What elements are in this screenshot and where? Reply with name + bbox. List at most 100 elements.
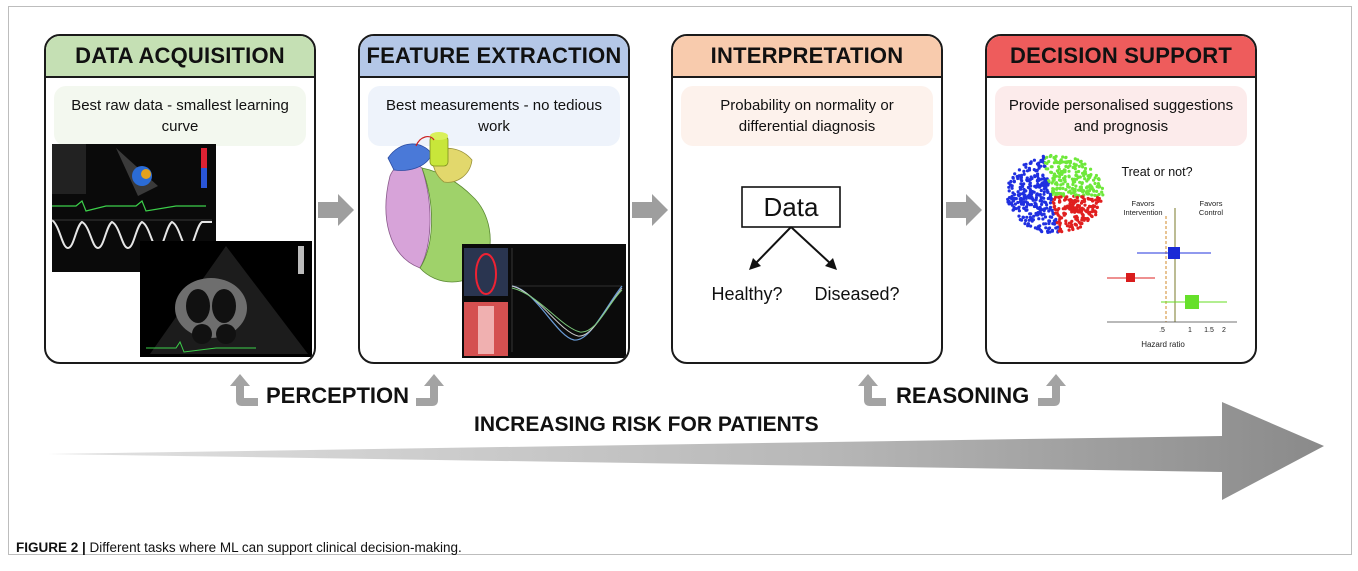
panel-data-acquisition: DATA ACQUISITION Best raw data - smalles… [44, 34, 316, 364]
figure-caption: FIGURE 2 | Different tasks where ML can … [16, 540, 462, 555]
cluster-point [1091, 199, 1095, 203]
cluster-point [1037, 217, 1041, 221]
cluster-point [1035, 162, 1040, 166]
risk-label: INCREASING RISK FOR PATIENTS [474, 413, 819, 436]
favors-control-line-2: Control [1199, 208, 1224, 217]
cluster-point [1061, 169, 1065, 173]
cluster-point [1083, 177, 1087, 181]
cluster-point [1085, 208, 1089, 213]
cluster-point [1036, 206, 1040, 210]
cluster-point [1035, 193, 1039, 197]
cluster-point [1064, 219, 1068, 223]
cluster-point [1070, 219, 1074, 223]
cluster-point [1067, 185, 1071, 189]
segmentation-images [385, 132, 626, 358]
cluster-point [1074, 214, 1079, 218]
cluster-point [1042, 187, 1046, 191]
cluster-point [1057, 220, 1061, 224]
cluster-point [1008, 201, 1012, 205]
cluster-point [1050, 165, 1054, 169]
cluster-point [1058, 215, 1062, 219]
cluster-point [1066, 182, 1070, 186]
cluster-point [1062, 178, 1067, 182]
arrow-right-icon [946, 194, 982, 226]
cluster-point [1047, 220, 1051, 224]
cluster-point [1050, 229, 1054, 233]
caption-prefix: FIGURE 2 | [16, 540, 86, 555]
panel-subtitle: Best raw data - smallest learning curve [54, 86, 306, 146]
cluster-point [1094, 213, 1098, 217]
cluster-point [1067, 228, 1071, 232]
cluster-point [1042, 176, 1046, 181]
cluster-point [1077, 209, 1081, 213]
cluster-point [1073, 157, 1077, 161]
cluster-point [1078, 225, 1083, 229]
cluster-point [1072, 191, 1076, 195]
cluster-point [1029, 203, 1034, 207]
cluster-point [1073, 167, 1077, 171]
cluster-point [1071, 227, 1075, 231]
curved-arrow-up-left-icon [230, 374, 258, 406]
cluster-point [1024, 218, 1028, 223]
cluster-point [1067, 221, 1071, 225]
cluster-point [1064, 221, 1068, 226]
cluster-point [1019, 187, 1023, 191]
cluster-point [1011, 199, 1015, 203]
cluster-point [1040, 202, 1044, 206]
cluster-point [1042, 164, 1046, 168]
reasoning-label: REASONING [896, 383, 1030, 408]
cluster-point [1061, 186, 1065, 190]
cluster-point [1036, 212, 1040, 216]
cluster-point [1083, 162, 1087, 166]
perception-label: PERCEPTION [266, 383, 410, 408]
cluster-point [1048, 201, 1052, 205]
cluster-point [1046, 167, 1050, 171]
cluster-point [1094, 173, 1098, 178]
cluster-point [1070, 177, 1074, 181]
cluster-point [1038, 210, 1042, 214]
cluster-point [1071, 182, 1075, 187]
cluster-point [1068, 189, 1072, 193]
cluster-point [1076, 226, 1080, 230]
cluster-point [1025, 176, 1029, 180]
cluster-point [1097, 177, 1101, 181]
cluster-point [1044, 201, 1048, 205]
cluster-point [1080, 162, 1084, 166]
cluster-point [1036, 174, 1040, 178]
cluster-point [1025, 169, 1030, 173]
cluster-point [1095, 189, 1099, 193]
cluster-point [1042, 196, 1046, 200]
cluster-point [1042, 208, 1046, 213]
cluster-point [1016, 200, 1020, 205]
cluster-point [1064, 155, 1068, 159]
cluster-point [1067, 198, 1071, 202]
cluster-point [1081, 195, 1085, 199]
cluster-point [1037, 166, 1041, 170]
increasing-risk-wedge-arrow [48, 402, 1324, 500]
cluster-point [1064, 188, 1068, 192]
cluster-point [1093, 176, 1097, 180]
cluster-point [1070, 186, 1075, 191]
cluster-point [1025, 215, 1029, 219]
cluster-point [1076, 158, 1080, 162]
panel-decision-support: DECISION SUPPORT Provide personalised su… [985, 34, 1257, 364]
cluster-point [1041, 217, 1045, 221]
cluster-point [1023, 193, 1027, 197]
treat-question: Treat or not? [1121, 165, 1192, 179]
cluster-point [1031, 197, 1035, 201]
cluster-point [1055, 187, 1059, 191]
panel-title: INTERPRETATION [673, 36, 941, 78]
panel-subtitle: Provide personalised suggestions and pro… [995, 86, 1247, 146]
cluster-point [1047, 209, 1051, 213]
cluster-point [1097, 197, 1101, 201]
cluster-point [1011, 208, 1015, 212]
cluster-point [1040, 230, 1044, 234]
cluster-point [1045, 188, 1049, 192]
cluster-point [1021, 215, 1025, 219]
cluster-point [1081, 171, 1085, 175]
cluster-point [1013, 172, 1017, 176]
cluster-point [1073, 198, 1077, 202]
cluster-point [1029, 224, 1033, 228]
cluster-point [1051, 200, 1055, 204]
cluster-point [1086, 218, 1090, 223]
